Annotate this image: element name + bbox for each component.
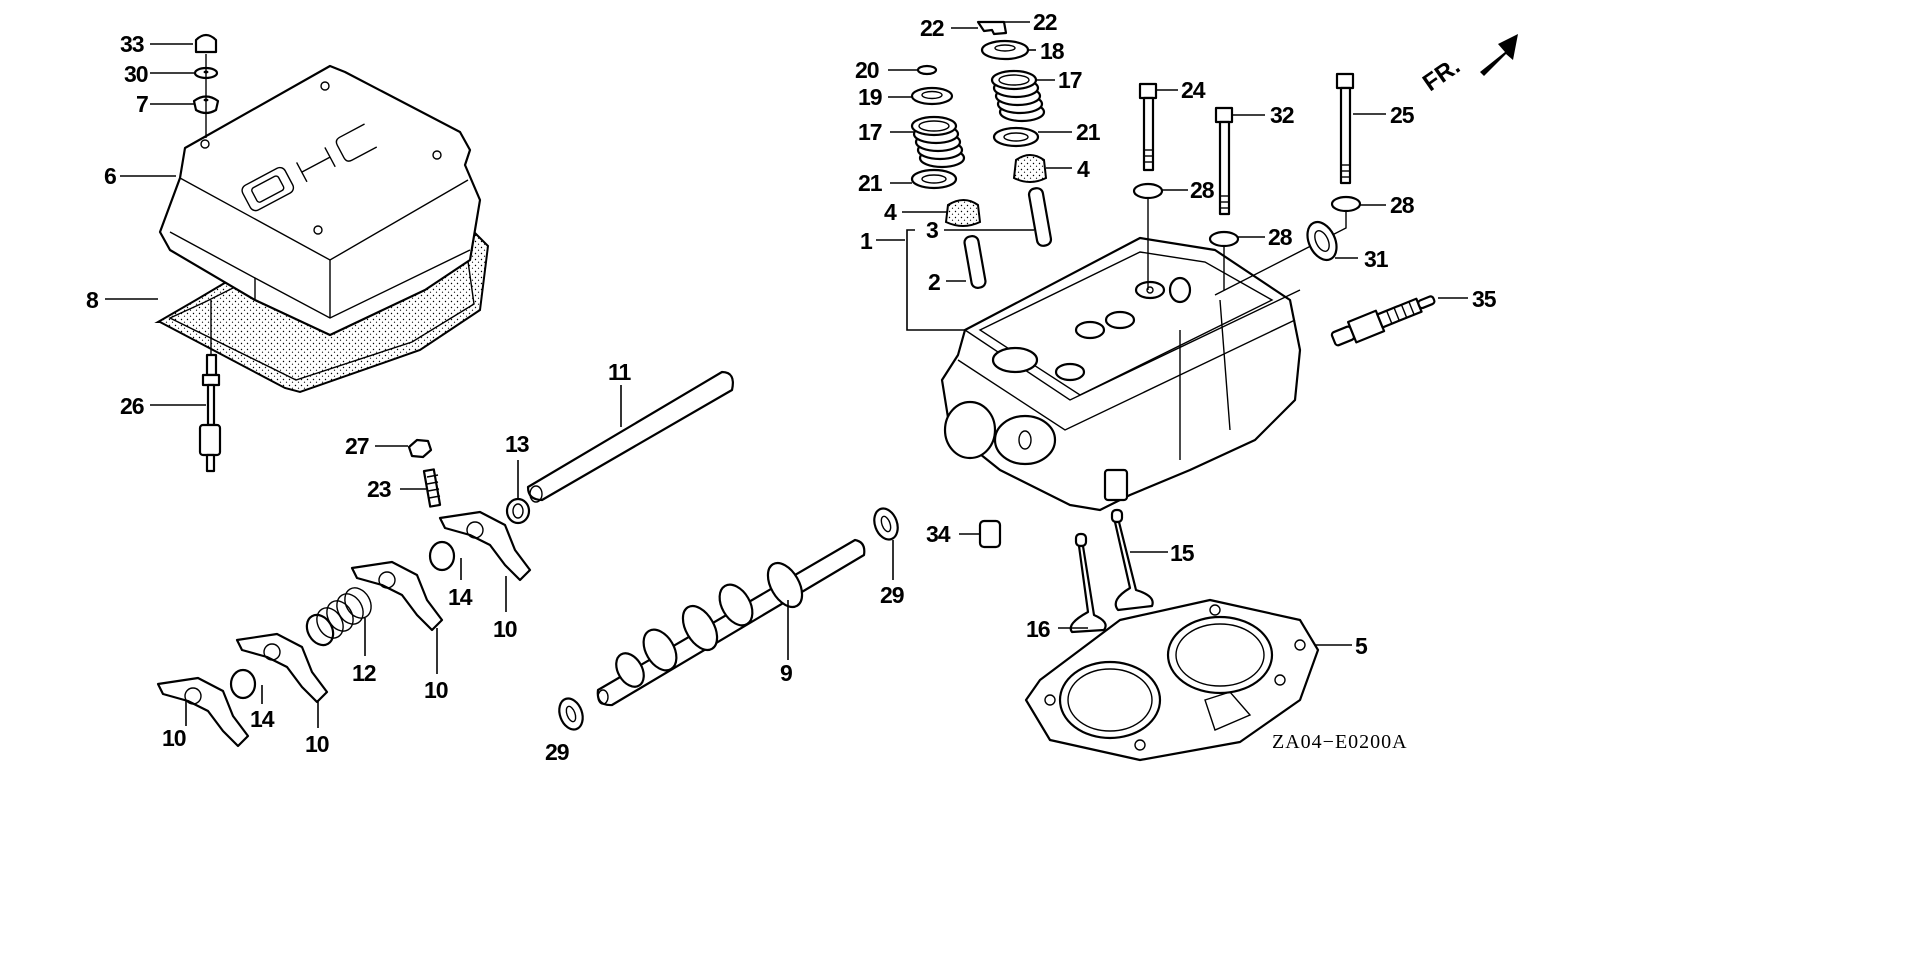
part-number-labels: 33 30 7 6 8 26 27 23 13 11 14 10 12 10 1…: [86, 9, 1498, 765]
label-23[interactable]: 23: [367, 476, 392, 502]
label-24[interactable]: 24: [1181, 77, 1207, 103]
washer-28-part[interactable]: [1330, 195, 1362, 213]
nut-27-part[interactable]: [407, 438, 433, 459]
label-11[interactable]: 11: [608, 359, 633, 385]
label-10d[interactable]: 10: [162, 725, 187, 751]
flange-bolt-32-part[interactable]: [1214, 106, 1234, 216]
label-13[interactable]: 13: [505, 431, 530, 457]
label-6[interactable]: 6: [104, 163, 117, 189]
stud-bolt-part[interactable]: [205, 353, 218, 377]
label-22b[interactable]: 22: [1033, 9, 1058, 35]
label-14a[interactable]: 14: [448, 584, 474, 610]
label-25[interactable]: 25: [1390, 102, 1416, 128]
label-28b[interactable]: 28: [1268, 224, 1294, 250]
label-2[interactable]: 2: [928, 269, 941, 295]
head-gasket-part[interactable]: [1024, 598, 1320, 762]
label-12[interactable]: 12: [352, 660, 377, 686]
label-10b[interactable]: 10: [424, 677, 449, 703]
valve-spring-part[interactable]: [910, 115, 966, 169]
label-28a[interactable]: 28: [1190, 177, 1216, 203]
label-30[interactable]: 30: [124, 61, 149, 87]
valve-guide-in-part[interactable]: [963, 235, 987, 289]
label-17b[interactable]: 17: [1058, 67, 1083, 93]
dowel-pin-part[interactable]: [978, 519, 1002, 549]
cap-nut-part[interactable]: [194, 33, 218, 54]
washer-28-part[interactable]: [1208, 230, 1240, 248]
label-8[interactable]: 8: [86, 287, 100, 313]
label-35[interactable]: 35: [1472, 286, 1498, 312]
cap-part[interactable]: [916, 64, 938, 76]
label-15[interactable]: 15: [1170, 540, 1196, 566]
label-28c[interactable]: 28: [1390, 192, 1416, 218]
thrust-washer-part[interactable]: [870, 505, 902, 543]
rocker-arm-part[interactable]: [438, 510, 532, 582]
ohc-emboss: [241, 123, 378, 212]
head-cover-group: [154, 33, 490, 473]
valve-stem-seal-part[interactable]: [1012, 154, 1048, 183]
spring-seat-part[interactable]: [992, 126, 1040, 148]
label-34[interactable]: 34: [926, 521, 952, 547]
label-14b[interactable]: 14: [250, 706, 276, 732]
rocker-arm-part[interactable]: [235, 632, 329, 704]
label-9[interactable]: 9: [780, 660, 793, 686]
cylinder-head-cover-part[interactable]: [158, 64, 482, 337]
oil-seal-part[interactable]: [1302, 217, 1342, 264]
valve-guide-ex-part[interactable]: [1027, 187, 1053, 247]
label-10c[interactable]: 10: [305, 731, 330, 757]
spark-plug-part[interactable]: [1330, 289, 1438, 350]
valve-spring-part[interactable]: [990, 69, 1046, 123]
spacer-collar-part[interactable]: [229, 668, 257, 700]
valve-cotter-part[interactable]: [976, 20, 1008, 36]
spring-retainer-part[interactable]: [980, 39, 1030, 61]
flange-bolt-25-part[interactable]: [1335, 72, 1355, 185]
thrust-washer-part[interactable]: [555, 695, 587, 733]
retainer-part[interactable]: [910, 86, 954, 106]
label-21b[interactable]: 21: [1076, 119, 1102, 145]
label-10a[interactable]: 10: [493, 616, 518, 642]
label-5[interactable]: 5: [1355, 633, 1369, 659]
label-7[interactable]: 7: [136, 91, 149, 117]
flange-bolt-24-part[interactable]: [1138, 82, 1158, 172]
label-18[interactable]: 18: [1040, 38, 1066, 64]
label-17a[interactable]: 17: [858, 119, 883, 145]
spring-seat-part[interactable]: [910, 168, 958, 190]
rocker-group: [156, 370, 1002, 748]
label-32[interactable]: 32: [1270, 102, 1295, 128]
label-27[interactable]: 27: [345, 433, 370, 459]
front-direction-marker: FR.: [1418, 34, 1518, 97]
label-22a[interactable]: 22: [920, 15, 945, 41]
label-21a[interactable]: 21: [858, 170, 884, 196]
label-4b[interactable]: 4: [1077, 156, 1091, 182]
label-29b[interactable]: 29: [880, 582, 905, 608]
rocker-spring-part[interactable]: [302, 583, 377, 650]
label-16[interactable]: 16: [1026, 616, 1051, 642]
label-33[interactable]: 33: [120, 31, 145, 57]
shaft-collar-part[interactable]: [505, 497, 531, 525]
label-20[interactable]: 20: [855, 57, 880, 83]
leader-lines: [105, 21, 1468, 728]
rocker-arm-part[interactable]: [350, 560, 444, 632]
front-arrow-icon: [1480, 34, 1518, 76]
rocker-arm-shaft-part[interactable]: [526, 370, 734, 502]
label-31[interactable]: 31: [1364, 246, 1390, 272]
label-4a[interactable]: 4: [884, 199, 898, 225]
washer-28-part[interactable]: [1132, 182, 1164, 200]
diagram-reference-code: ZA04−E0200A: [1272, 731, 1408, 753]
label-26[interactable]: 26: [120, 393, 145, 419]
intake-valve-part[interactable]: [1110, 508, 1154, 612]
label-1[interactable]: 1: [860, 228, 874, 254]
label-29a[interactable]: 29: [545, 739, 570, 765]
spacer-collar-part[interactable]: [428, 540, 456, 572]
cylinder-head-group: [910, 20, 1438, 762]
camshaft-part[interactable]: [596, 538, 866, 707]
fr-label: FR.: [1418, 53, 1465, 97]
rocker-arm-part[interactable]: [156, 676, 250, 748]
label-3[interactable]: 3: [926, 217, 939, 243]
exhaust-valve-part[interactable]: [1069, 532, 1107, 634]
label-19[interactable]: 19: [858, 84, 883, 110]
valve-stem-seal-part[interactable]: [944, 199, 982, 227]
